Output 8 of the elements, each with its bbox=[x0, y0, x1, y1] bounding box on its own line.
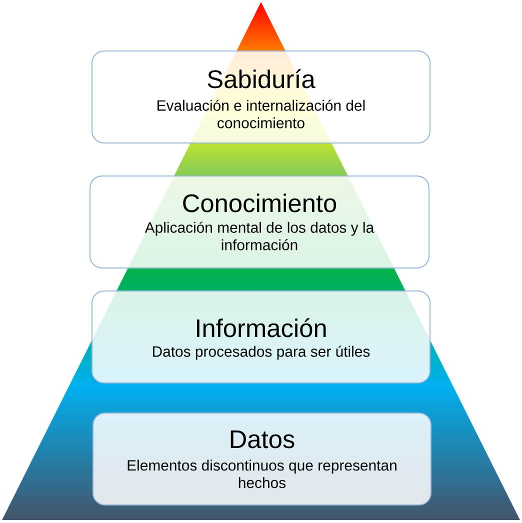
level-title: Conocimiento bbox=[183, 194, 336, 212]
level-title: Información bbox=[196, 318, 326, 338]
level-description: Datos procesados para ser útiles bbox=[153, 346, 370, 360]
level-description: Aplicación mental de los datos y la información bbox=[144, 222, 374, 250]
level-title: Datos bbox=[230, 430, 294, 448]
level-description: Elementos discontinuos que representan hechos bbox=[128, 460, 396, 488]
level-description: Evaluación e internalización del conocimiento bbox=[158, 100, 365, 128]
level-title: Sabiduría bbox=[208, 69, 316, 88]
